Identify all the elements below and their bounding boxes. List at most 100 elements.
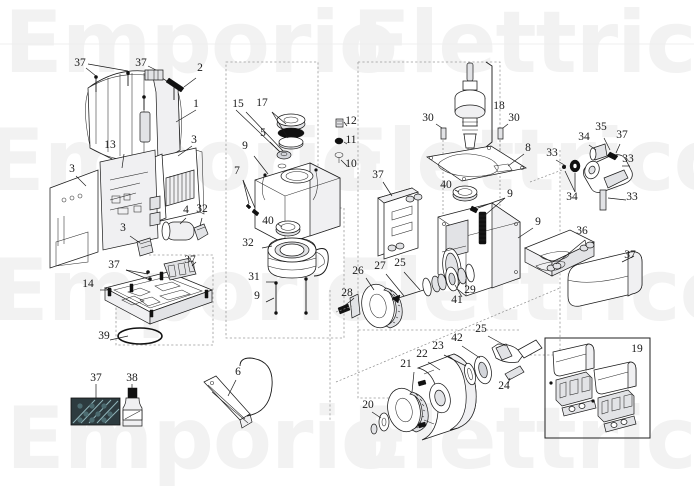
callout-33: 33: [546, 147, 558, 159]
part-17-cap-assembly: [271, 111, 306, 150]
part-9-screws-pump: [265, 277, 308, 315]
limit-switch-assembly-b: [591, 361, 637, 433]
callout-14: 14: [82, 278, 94, 290]
part-31-oil-line: [266, 248, 329, 283]
callout-37: 37: [616, 129, 628, 141]
part-33-release-lever: [583, 154, 633, 193]
callout-label: 19: [631, 343, 643, 355]
callout-38: 38: [126, 372, 138, 384]
watermark-text: Emporio: [4, 0, 397, 93]
callout-17: 17: [256, 97, 268, 109]
limit-switch-assembly-a: [549, 343, 597, 417]
callout-34: 34: [566, 191, 578, 203]
callout-33: 33: [622, 153, 634, 165]
part-6-mounting-rail: [203, 357, 273, 429]
callout-5: 5: [260, 127, 266, 139]
part-32-pump-body: [261, 237, 325, 279]
callout-leader-lines: [75, 63, 281, 187]
callout-37: 37: [90, 372, 102, 384]
callout-1: 1: [193, 98, 199, 110]
callout-30: 30: [508, 112, 520, 124]
callout-22: 22: [416, 348, 428, 360]
part-15-oil-cap: [245, 111, 285, 153]
callout-37: 37: [184, 254, 196, 266]
part-40-ring-gearbox: [452, 185, 478, 202]
callout-40: 40: [262, 215, 274, 227]
callout-37: 37: [108, 259, 120, 271]
callout-7: 7: [234, 165, 240, 177]
assembly-axis-lines: [335, 287, 561, 383]
part-23-42-seals: [443, 345, 492, 386]
part-14-base-plate: [100, 271, 214, 325]
part-34-bushings: [562, 143, 608, 193]
callout-32: 32: [196, 203, 208, 215]
callout-3: 3: [69, 163, 75, 175]
callout-15: 15: [232, 98, 244, 110]
callout-4: 4: [183, 204, 189, 216]
callout-31: 31: [248, 271, 260, 283]
callout-37: 37: [74, 57, 86, 69]
part-9-screws-tank: [253, 155, 269, 175]
callout-8: 8: [525, 142, 531, 154]
callout-37: 37: [135, 57, 147, 69]
part-25-output-shaft: [487, 335, 543, 363]
watermark-text: Emporio: [6, 389, 399, 489]
callout-12: 12: [345, 115, 357, 127]
callout-35: 35: [595, 121, 607, 133]
callout-2: 2: [197, 62, 203, 74]
callout-28: 28: [341, 287, 353, 299]
part-4-capacitor: [161, 217, 195, 241]
part-33-pin: [529, 159, 627, 211]
part-32-connector: [193, 217, 209, 241]
callout-30: 30: [422, 112, 434, 124]
callout-29: 29: [464, 284, 476, 296]
callout-21: 21: [400, 358, 412, 370]
callout-41: 41: [451, 294, 463, 306]
part-29-41-bearings: [422, 263, 475, 298]
oil-tank: [254, 162, 341, 245]
callout-27: 27: [374, 260, 386, 272]
callout-9: 9: [254, 290, 260, 302]
part-13-control-board: [99, 149, 161, 251]
callout-9: 9: [507, 188, 513, 200]
callout-26: 26: [352, 265, 364, 277]
part-36-bracket-right: [524, 229, 595, 277]
callout-10: 10: [345, 158, 357, 170]
part-40-seal-ring: [275, 220, 301, 237]
callout-40: 40: [440, 179, 452, 191]
callout-13: 13: [104, 139, 116, 151]
part-37-fastener-kit: [70, 384, 121, 426]
callout-37: 37: [624, 249, 636, 261]
part-3-connector-small: [129, 235, 154, 257]
part-38-oil-bottle: [122, 384, 143, 427]
part-35-37-screws: [603, 137, 621, 161]
callout-labels: 37 37 2 1 3 13 3 3 4 32 15 17 5 9 7 12 1…: [69, 57, 638, 411]
callout-25: 25: [475, 323, 487, 335]
callout-6: 6: [235, 366, 241, 378]
part-37-fasteners-plate: [125, 269, 152, 293]
callout-9: 9: [242, 140, 248, 152]
inset-box-19: 19: [544, 337, 651, 439]
callout-36: 36: [576, 225, 588, 237]
callout-23: 23: [432, 340, 444, 352]
callout-24: 24: [498, 380, 510, 392]
callout-42: 42: [451, 332, 463, 344]
callout-20: 20: [362, 399, 374, 411]
part-21-pinion-gear: [387, 371, 429, 433]
part-18-release-unit: [454, 61, 493, 155]
part-24-key: [504, 365, 525, 385]
callout-32: 32: [242, 237, 254, 249]
part-37-encoder-block: [163, 257, 197, 281]
callout-39: 39: [98, 330, 110, 342]
part-9-screws-gearbox: [469, 197, 534, 239]
part-37-fasteners-top: [94, 69, 176, 110]
callout-34: 34: [578, 131, 590, 143]
part-8-gasket: [426, 145, 527, 182]
callout-9: 9: [535, 216, 541, 228]
callout-37: 37: [372, 169, 384, 181]
part-3-side-panel-left: [49, 169, 99, 269]
group-boundary-boxes: [115, 61, 561, 422]
callout-11: 11: [345, 134, 356, 146]
callout-25: 25: [394, 257, 406, 269]
